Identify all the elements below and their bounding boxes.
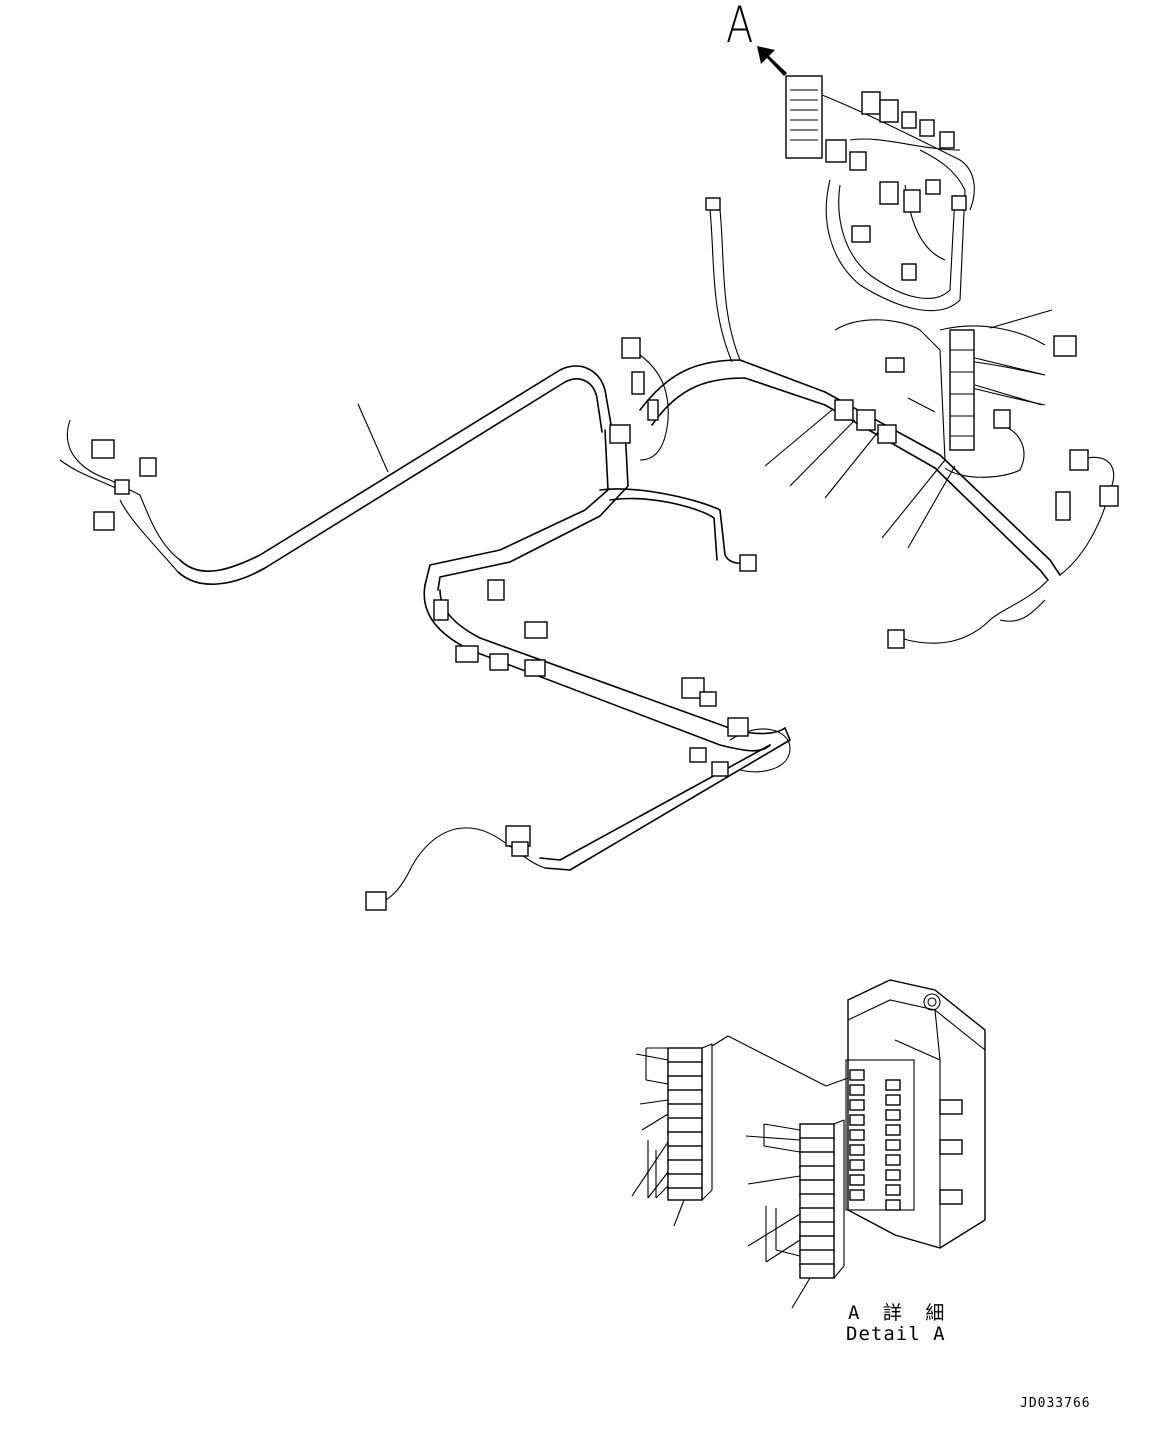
detail-a-fuse-stack-1 — [667, 1043, 713, 1201]
leader-lines — [357, 309, 1053, 549]
view-label: A — [726, 0, 754, 54]
detail-label-japanese: A 詳 細 — [848, 1302, 951, 1324]
detail-a-fuse-box — [845, 979, 986, 1249]
view-direction-arrow-icon — [757, 46, 787, 76]
detail-label-english: Detail A — [846, 1323, 946, 1345]
drawing-number: JD033766 — [1020, 1396, 1091, 1411]
fuse-relay-panel — [785, 75, 975, 281]
main-harness-trunk — [177, 359, 1061, 871]
detail-a-leader-lines — [631, 1035, 849, 1309]
connectors — [91, 197, 1119, 911]
detail-a-fuse-stack-2 — [799, 1119, 845, 1279]
